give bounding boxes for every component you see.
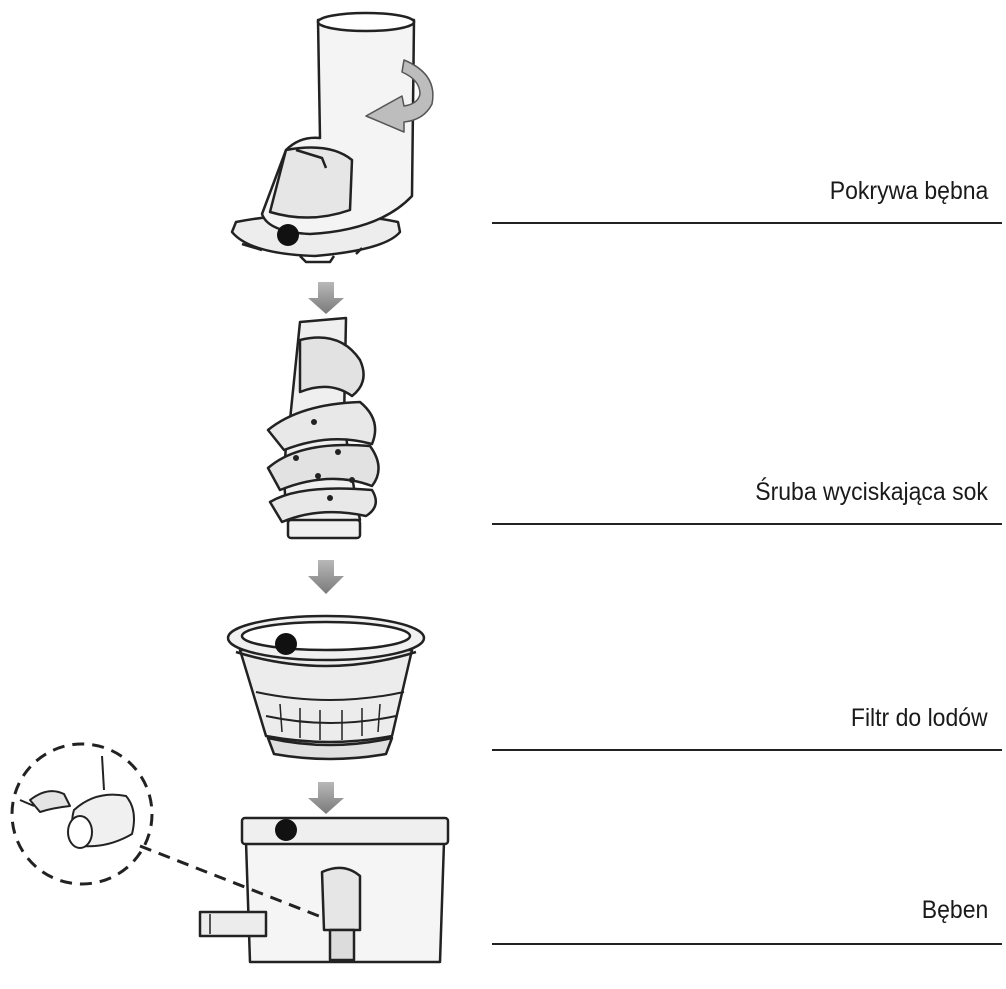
down-arrow-icon — [308, 782, 344, 814]
leader-line-drum — [492, 943, 1002, 945]
leader-line-ice-cream-filter — [492, 749, 1002, 751]
label-drum: Bęben — [921, 896, 988, 924]
drum-lid-illustration — [230, 11, 434, 264]
leader-line-juicing-screw — [492, 523, 1002, 525]
down-arrow-icon — [308, 282, 344, 314]
spout-detail-zoom — [10, 742, 325, 920]
label-drum-lid: Pokrywa bębna — [829, 177, 988, 205]
label-juicing-screw: Śruba wyciskająca sok — [755, 478, 988, 506]
alignment-marker-dot — [275, 633, 297, 655]
down-arrow-icon — [308, 560, 344, 594]
alignment-marker-dot — [275, 819, 297, 841]
alignment-marker-dot — [277, 224, 299, 246]
juicing-screw-illustration — [266, 316, 380, 540]
drum-illustration — [198, 816, 450, 964]
ice-cream-filter-illustration — [226, 614, 426, 761]
leader-line-drum-lid — [492, 222, 1002, 224]
label-ice-cream-filter: Filtr do lodów — [851, 704, 988, 732]
